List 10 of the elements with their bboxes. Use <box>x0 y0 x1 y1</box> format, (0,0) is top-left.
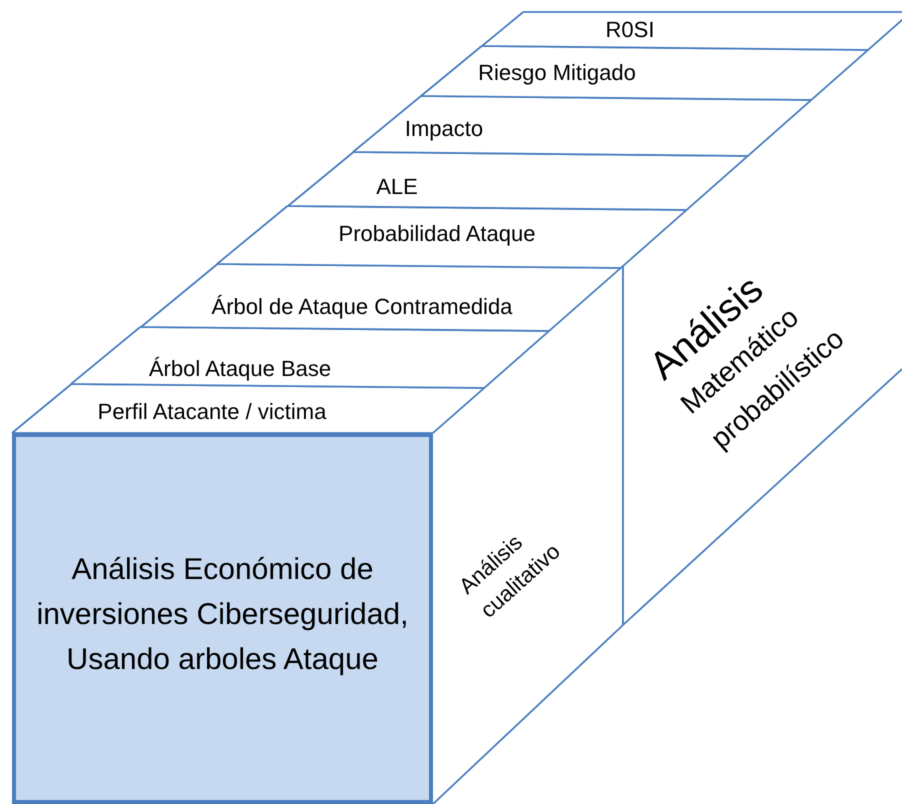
face-title: Análisis Económico de inversiones Ciberseguridad, Usando arboles Ataque <box>36 552 410 678</box>
band-label: ALE <box>376 174 418 200</box>
band-label: Riesgo Mitigado <box>478 60 636 86</box>
front-face-box <box>12 433 433 804</box>
band-label: R0SI <box>606 17 654 43</box>
band-label: Perfil Atacante / victima <box>98 399 326 425</box>
band-label: Impacto <box>404 116 484 142</box>
band-label: Árbol de Ataque Contramedida <box>212 294 512 320</box>
band-label: Probabilidad Ataque <box>338 221 536 247</box>
band-label: Árbol Ataque Base <box>148 356 332 382</box>
